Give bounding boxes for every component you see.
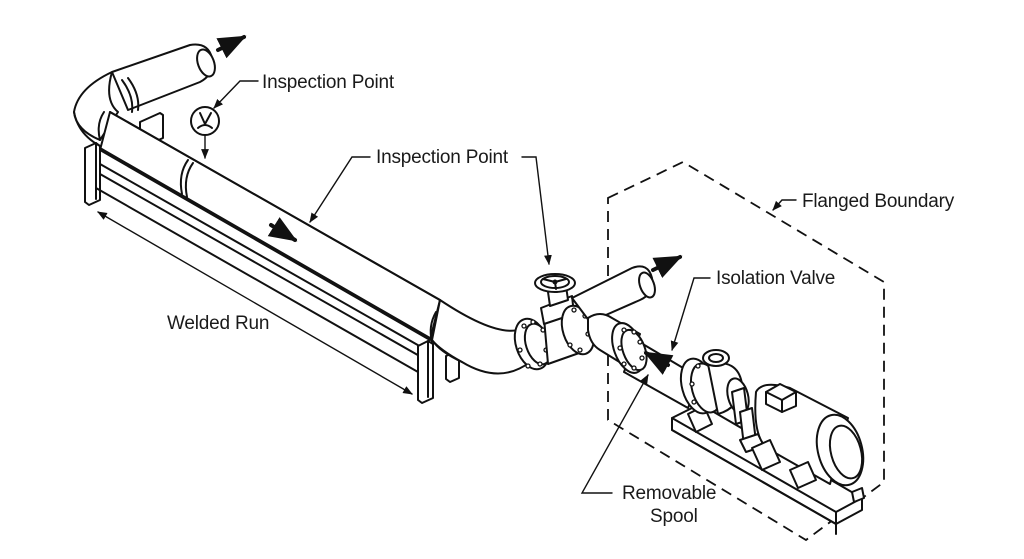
gate-valve: [513, 273, 596, 371]
inspection-gauge: [190, 106, 220, 159]
centrifugal-pump: [679, 349, 765, 453]
leader-inspection-point-top: [213, 80, 259, 109]
label-inspection-point-mid: Inspection Point: [376, 147, 509, 168]
leader-inspection-point-mid: [309, 156, 552, 265]
flow-arrow-spool: [643, 351, 674, 375]
welded-run-dimension: [97, 211, 413, 395]
electric-motor: [751, 383, 865, 489]
label-removable-spool-line2: Spool: [650, 506, 698, 527]
leader-isolation-valve: [670, 277, 711, 351]
flanged-boundary: [607, 160, 885, 542]
lower-elbow: [431, 299, 531, 375]
leader-removable-spool: [580, 374, 649, 494]
label-welded-run: Welded Run: [167, 313, 269, 334]
label-flanged-boundary: Flanged Boundary: [802, 191, 955, 212]
label-inspection-point-top: Inspection Point: [262, 72, 395, 93]
leader-flanged-boundary: [772, 199, 797, 211]
flow-arrow-top-outlet: [216, 35, 247, 59]
label-isolation-valve: Isolation Valve: [716, 268, 835, 289]
label-removable-spool-line1: Removable: [622, 483, 716, 504]
flow-arrow-branch-outlet: [651, 255, 683, 279]
